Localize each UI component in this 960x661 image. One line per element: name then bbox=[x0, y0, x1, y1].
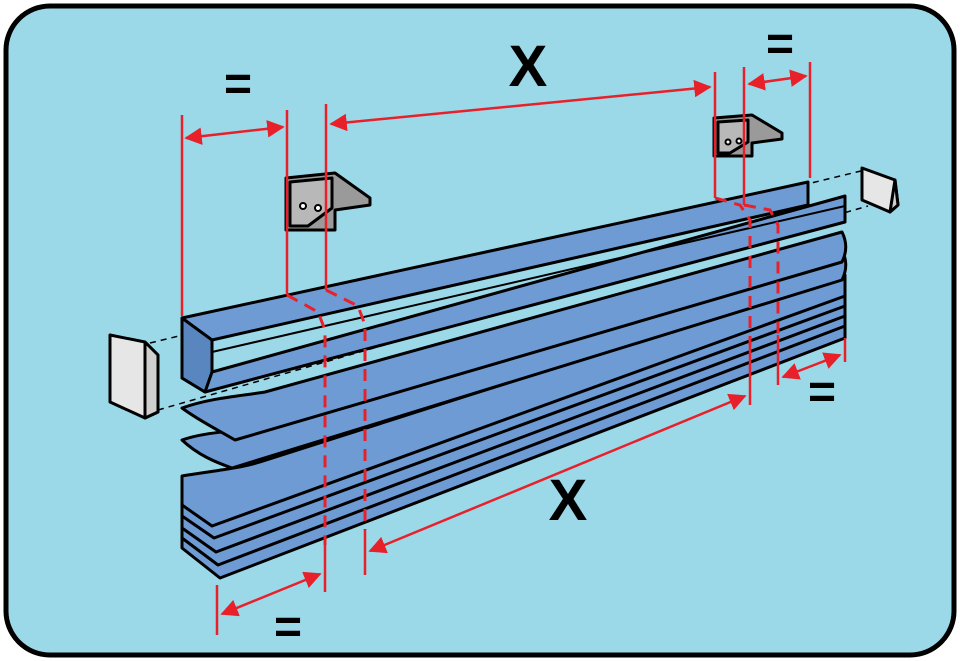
left-end-cap bbox=[108, 333, 160, 420]
arrow-eq-right bbox=[781, 352, 842, 380]
label-eq-right: = bbox=[808, 366, 836, 419]
arrow-x-top bbox=[329, 79, 712, 132]
left-bracket bbox=[284, 171, 372, 232]
arrow-eq-top-right bbox=[747, 69, 808, 91]
arrow-eq-top-left bbox=[184, 120, 285, 145]
arrow-eq-bottom-left bbox=[220, 571, 322, 617]
right-end-cap bbox=[860, 166, 900, 214]
label-eq-top-left: = bbox=[224, 58, 252, 111]
bracket-projection-lines bbox=[286, 196, 780, 545]
head-rail bbox=[180, 180, 847, 394]
dimension-arrows bbox=[184, 69, 842, 617]
label-x-top: X bbox=[509, 34, 548, 99]
right-bracket bbox=[712, 113, 784, 158]
label-eq-bottom-left: = bbox=[274, 601, 302, 654]
dimension-extension-lines bbox=[180, 62, 847, 635]
label-eq-top-right: = bbox=[766, 18, 794, 71]
label-x-bottom: X bbox=[549, 468, 588, 533]
arrow-x-bottom bbox=[368, 393, 747, 554]
